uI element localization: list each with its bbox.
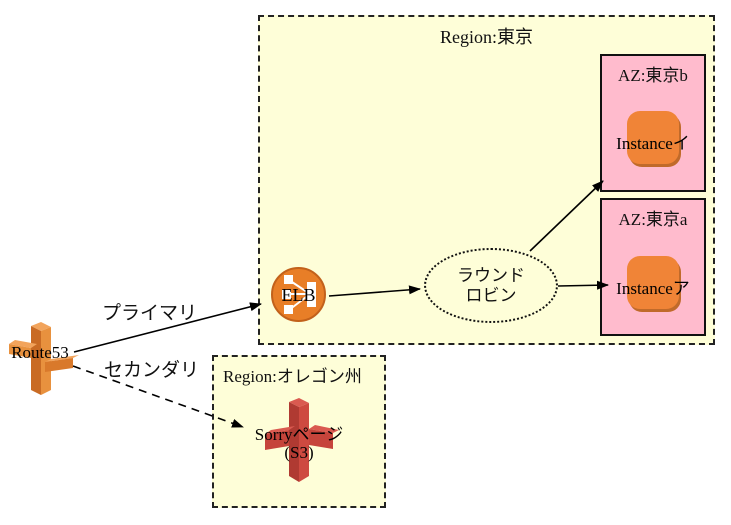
route53-label: Route53 xyxy=(11,343,69,362)
s3-bucket-icon xyxy=(265,398,339,482)
round-robin-line1: ラウンド xyxy=(457,265,525,285)
secondary-edge-label: セカンダリ xyxy=(104,360,200,381)
region-oregon-title: Region:オレゴン州 xyxy=(223,367,362,386)
instance-b-label: Instanceイ xyxy=(616,134,690,153)
ec2-instance-icon xyxy=(627,256,679,309)
sorry-page-s3-label: (S3) xyxy=(284,443,314,462)
elb-icon xyxy=(271,267,326,322)
az-b-title: AZ:東京b xyxy=(618,66,688,85)
primary-edge-label: プライマリ xyxy=(102,303,198,324)
az-a-title: AZ:東京a xyxy=(618,210,688,229)
sorry-page-label: Sorryページ xyxy=(254,425,344,444)
region-tokyo-title: Region:東京 xyxy=(440,27,533,47)
ec2-instance-icon xyxy=(627,111,679,164)
instance-a-label: Instanceア xyxy=(616,279,690,298)
round-robin-line2: ロビン xyxy=(465,285,517,305)
elb-label: ELB xyxy=(281,285,316,305)
round-robin-ellipse: ラウンド ロビン xyxy=(424,248,558,323)
route53-icon xyxy=(9,322,79,395)
